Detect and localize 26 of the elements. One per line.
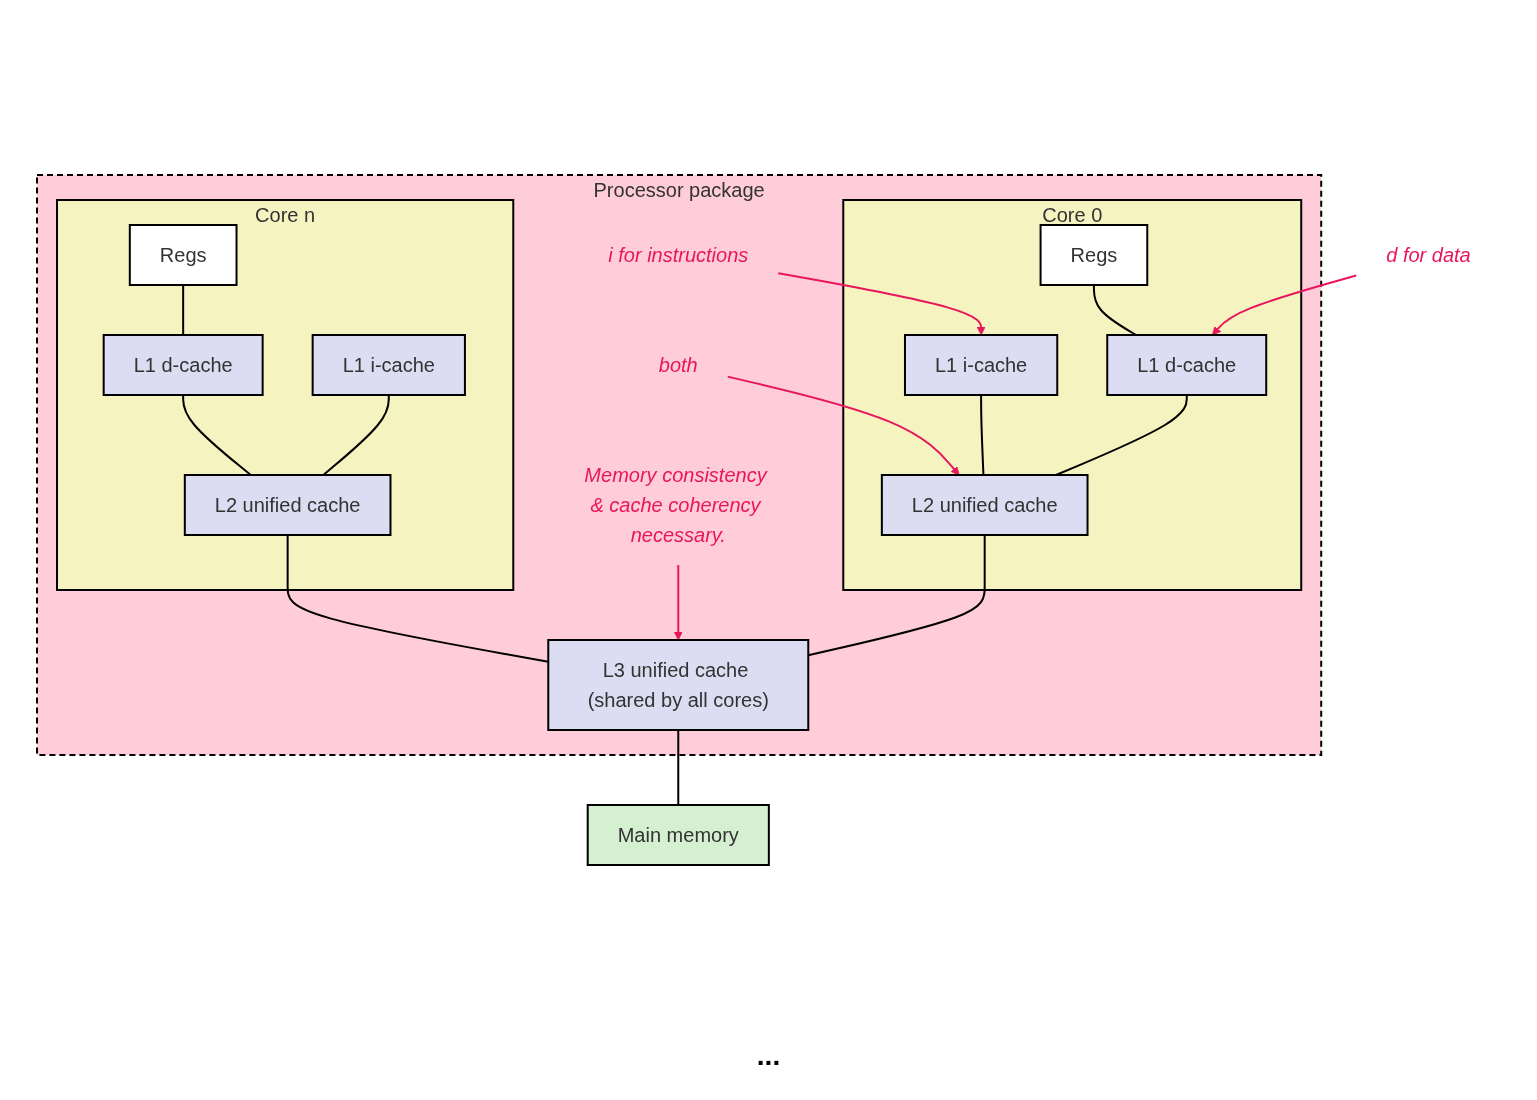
node-box: L1 d-cache [102,334,264,396]
connector [181,394,252,476]
node-box: L1 d-cache [1105,334,1267,396]
node-box: L1 i-cache [311,334,466,396]
connector [676,729,679,806]
ellipsis-label: ... [756,1040,781,1071]
arrow [1211,274,1357,336]
connector [1054,394,1188,476]
node-box: L2 unified cache [183,474,392,536]
node-text: both [658,354,698,376]
node-box: L2 unified cache [880,474,1089,536]
connector [181,284,184,336]
node-text: d for data [1385,244,1471,266]
arrow [726,375,960,476]
node-box: Regs [128,224,238,286]
node-box: L3 unified cache (shared by all cores) [546,639,809,731]
arrow [673,564,683,641]
node-box: Main memory [586,804,770,866]
connector [321,394,390,476]
arrow [776,272,986,336]
connector [979,394,985,476]
node-text: i for instructions [607,244,748,266]
node-box: L1 i-cache [903,334,1058,396]
connector [1092,284,1137,336]
node-box: Regs [1039,224,1148,286]
node-text: Memory consistency & cache coherency necessary. [583,464,767,546]
